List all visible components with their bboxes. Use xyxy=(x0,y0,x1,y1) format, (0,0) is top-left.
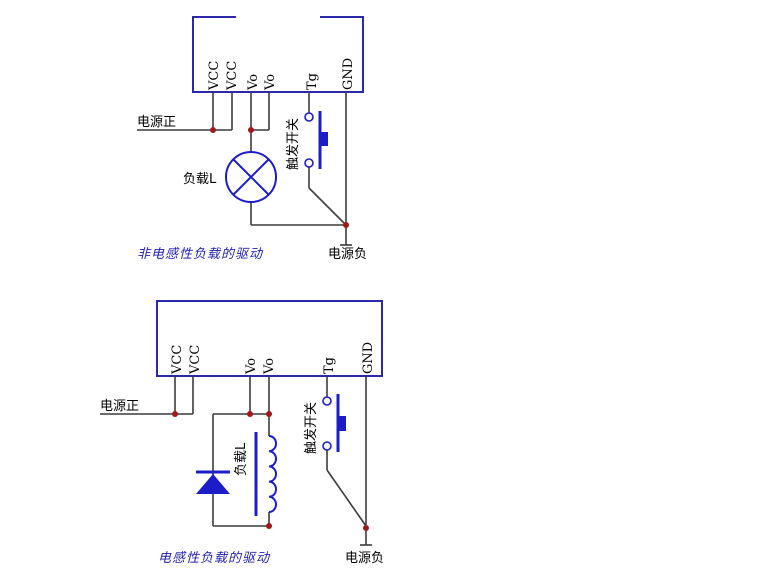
junction-coil-bottom xyxy=(266,523,272,529)
pin-label-vcc-4: VCC xyxy=(188,345,203,375)
diode-icon xyxy=(196,470,230,494)
load-label-1: 负载L xyxy=(183,172,217,187)
pin-label-vo-4: Vo xyxy=(262,358,277,375)
load-label-2: 负载L xyxy=(234,442,249,476)
power-negative-label-1: 电源负 xyxy=(328,247,367,262)
chip-module-1 xyxy=(192,16,364,93)
lamp-icon xyxy=(225,151,277,203)
pin-label-vo-2: Vo xyxy=(263,74,278,91)
pin-label-vo-1: Vo xyxy=(246,74,261,91)
wires-2 xyxy=(100,376,372,546)
pin-label-vcc-2: VCC xyxy=(225,61,240,91)
pin-label-tg-2: Tg xyxy=(322,357,337,374)
switch-label-2: 触发开关 xyxy=(303,402,319,454)
junction-vcc-1 xyxy=(210,127,216,133)
push-switch-icon xyxy=(322,394,346,452)
wires-1 xyxy=(137,92,352,246)
junction-gnd-2 xyxy=(363,525,369,531)
junction-vcc-2 xyxy=(172,411,178,417)
junction-vo-2a xyxy=(247,411,253,417)
power-negative-label-2: 电源负 xyxy=(345,551,384,566)
push-switch-icon xyxy=(304,111,328,169)
pin-label-vcc-3: VCC xyxy=(170,345,185,375)
pin-label-tg: Tg xyxy=(305,73,320,90)
junction-gnd-1 xyxy=(343,222,349,228)
pin-label-gnd-2: GND xyxy=(361,342,376,374)
diagram-inductive: VCC VCC Vo Vo Tg GND xyxy=(100,300,384,566)
caption-1: 非电感性负载的驱动 xyxy=(137,247,264,262)
chip-module-2 xyxy=(156,300,383,377)
power-positive-label-2: 电源正 xyxy=(100,399,139,414)
caption-2: 电感性负载的驱动 xyxy=(158,551,271,566)
junction-vo-1 xyxy=(248,127,254,133)
pin-label-gnd: GND xyxy=(341,58,356,90)
power-positive-label-1: 电源正 xyxy=(137,115,176,130)
pin-label-vcc-1: VCC xyxy=(207,61,222,91)
switch-label-1: 触发开关 xyxy=(285,118,301,170)
inductor-coil-icon xyxy=(254,432,277,516)
pin-label-vo-3: Vo xyxy=(244,358,259,375)
junction-vo-2b xyxy=(266,411,272,417)
diagram-non-inductive: VCC VCC Vo Vo Tg GND xyxy=(137,15,367,262)
